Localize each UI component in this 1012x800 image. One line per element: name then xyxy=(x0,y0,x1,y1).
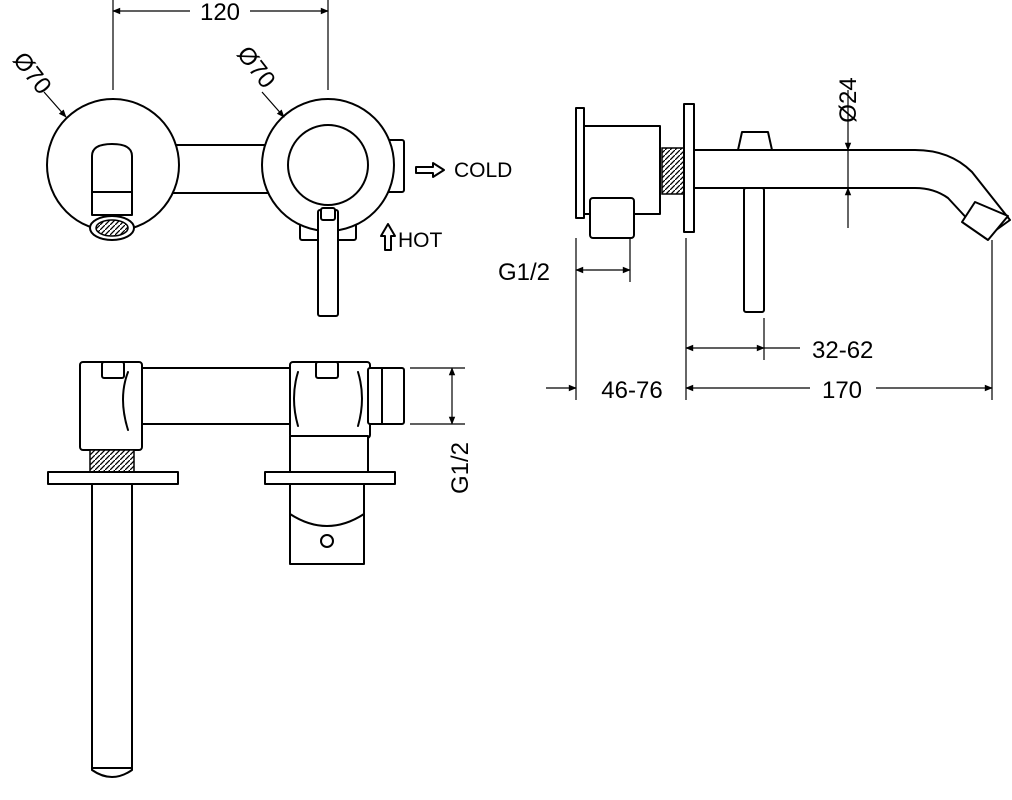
cold-arrow-icon xyxy=(415,162,445,178)
spout-tip xyxy=(961,201,1009,241)
inlet-connector xyxy=(367,367,405,425)
diameter-70-right: Ø70 xyxy=(231,41,280,93)
handle-lever xyxy=(317,209,339,317)
thread-g12-top-view: G1/2 xyxy=(447,442,474,494)
right-wall-plate xyxy=(264,471,396,485)
spout-outlet xyxy=(91,143,133,216)
dimension-170: 170 xyxy=(822,377,862,404)
side-inlet-nut xyxy=(589,197,635,239)
diameter-24: Ø24 xyxy=(835,77,862,122)
top-body-tube xyxy=(127,367,297,425)
mixer-body xyxy=(287,124,369,206)
top-view: G1/2 xyxy=(47,361,474,778)
cold-label: COLD xyxy=(454,159,512,182)
side-view: Ø24 G1/2 32-62 46-76 170 xyxy=(498,77,1011,404)
left-thread xyxy=(89,449,135,473)
dimension-46-76: 46-76 xyxy=(601,377,662,404)
left-wall-plate xyxy=(47,471,179,485)
hot-arrow-icon xyxy=(380,223,396,251)
side-handle xyxy=(743,187,765,313)
long-spout xyxy=(91,483,133,778)
front-view: COLD HOT 120 Ø70 Ø70 xyxy=(7,0,512,317)
dimension-32-62: 32-62 xyxy=(812,337,873,364)
handle-body xyxy=(289,483,365,565)
side-spout xyxy=(693,149,1011,239)
dimension-120: 120 xyxy=(200,0,240,26)
diameter-70-left: Ø70 xyxy=(7,47,56,99)
rear-flange xyxy=(575,107,585,219)
thread-g12-side-view: G1/2 xyxy=(498,259,550,286)
hot-label: HOT xyxy=(398,229,443,252)
side-thread xyxy=(661,147,685,195)
side-cover-plate xyxy=(683,103,695,233)
mixer-lower xyxy=(289,435,369,477)
